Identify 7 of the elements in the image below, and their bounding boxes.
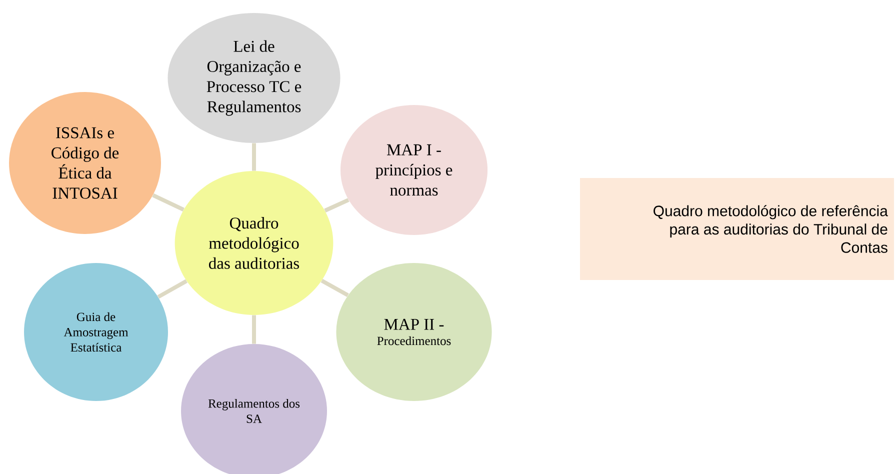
caption-box: Quadro metodológico de referência para as auditorias do Tribunal de Contas (580, 178, 894, 280)
connector-line (252, 143, 256, 171)
connector-line (157, 279, 188, 299)
connector-line (320, 278, 349, 297)
connector-line (152, 193, 184, 212)
connector-line (252, 315, 256, 344)
connector-line (324, 198, 350, 212)
